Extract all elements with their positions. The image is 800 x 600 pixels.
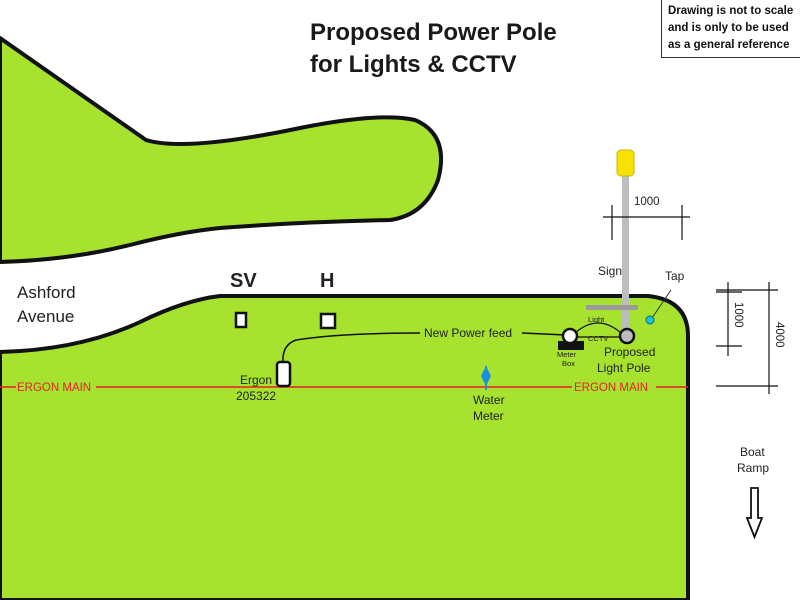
dimension-1000-horizontal xyxy=(603,205,690,240)
ergon-main-label-right: ERGON MAIN xyxy=(574,382,648,394)
disclaimer-line-1: Drawing is not to scale xyxy=(668,5,794,17)
boat-ramp-label-1: Boat xyxy=(740,445,765,459)
light-head-icon xyxy=(616,149,635,177)
sv-label: SV xyxy=(230,270,257,292)
proposed-label-1: Proposed xyxy=(604,345,655,359)
dimension-4000-vertical xyxy=(716,282,778,394)
meter-box xyxy=(558,341,584,350)
title-line-1: Proposed Power Pole xyxy=(310,19,557,46)
meter-box-connector xyxy=(561,327,579,345)
meter-box-label-2: Box xyxy=(562,359,575,368)
sv-pit xyxy=(234,311,248,329)
dimension-4000-label: 4000 xyxy=(773,322,785,348)
disclaimer-line-2: and is only to be used xyxy=(668,22,789,34)
light-pole-mast xyxy=(622,176,629,332)
disclaimer-note: Drawing is not to scale and is only to b… xyxy=(661,0,800,58)
new-power-feed-cable xyxy=(282,332,421,363)
street-name-line-2: Avenue xyxy=(17,307,74,326)
disclaimer-line-3: as a general reference xyxy=(668,39,790,51)
light-cable xyxy=(574,322,622,334)
sign-label: Sign xyxy=(598,264,622,278)
hydrant-pit xyxy=(319,312,337,330)
ergon-id-line-1: Ergon xyxy=(240,373,272,387)
proposed-label-2: Light Pole xyxy=(597,361,651,375)
dimension-1000-horizontal-label: 1000 xyxy=(634,196,660,208)
light-label: Light xyxy=(588,315,605,324)
power-feed-to-meter xyxy=(521,332,567,336)
dimension-1000-vertical xyxy=(716,282,742,356)
title-line-2: for Lights & CCTV xyxy=(310,51,517,78)
lower-green-area xyxy=(0,294,690,600)
street-name-line-1: Ashford xyxy=(17,283,76,302)
ergon-pillar xyxy=(275,360,292,388)
boat-ramp-label-2: Ramp xyxy=(737,461,769,475)
ergon-main-label-left: ERGON MAIN xyxy=(17,382,91,394)
upper-green-area xyxy=(0,36,444,264)
water-meter-label-2: Meter xyxy=(473,409,504,423)
sign-bar xyxy=(586,305,638,310)
cctv-label: CCTV xyxy=(588,334,608,343)
ergon-id-line-2: 205322 xyxy=(236,389,276,403)
down-arrow-icon xyxy=(745,487,764,540)
h-label: H xyxy=(320,270,334,292)
meter-box-label-1: Meter xyxy=(557,350,577,359)
tap-leader xyxy=(651,289,672,319)
new-power-feed-label: New Power feed xyxy=(424,326,512,340)
proposed-light-pole-base xyxy=(618,327,636,345)
tap-icon xyxy=(645,315,655,325)
water-meter-icon xyxy=(481,366,491,390)
dimension-1000-vertical-label: 1000 xyxy=(732,302,744,328)
tap-label: Tap xyxy=(665,269,685,283)
water-meter-label-1: Water xyxy=(473,393,505,407)
